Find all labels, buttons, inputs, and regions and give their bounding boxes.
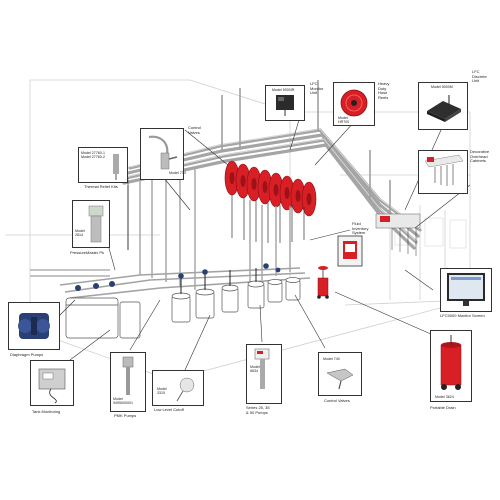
inset-low-level-cutoff: Model 3315	[152, 370, 204, 406]
hose-reel-hub	[306, 193, 312, 205]
callout-lines	[54, 109, 471, 371]
inset-model-5000m: Model 5000M	[418, 82, 468, 130]
lfc-monitor-label: LFC Monitor Unit	[310, 81, 324, 96]
inset-lfc5000-monitor	[440, 268, 492, 312]
hose-drops	[231, 195, 305, 243]
model-2814-label: Model 2814	[75, 229, 85, 237]
bulk-tank-pumps	[75, 281, 115, 291]
inset-model-5000ir: Model 5000IR	[265, 85, 305, 121]
portable-drain-cart	[317, 266, 329, 299]
hose-reel-hub	[251, 178, 257, 190]
hose-reel-row	[224, 160, 317, 217]
model-740-label: Model 740	[323, 357, 340, 361]
discrete-unit-image	[427, 95, 461, 122]
thermal-relief-label: Thermal Relief Kits	[84, 184, 118, 189]
model-5000m-label: Model 5000M	[431, 85, 453, 89]
model-774-label: Model 774	[169, 171, 186, 175]
inset-overhead-cabinets	[418, 150, 468, 194]
cabinet-image	[424, 154, 464, 186]
inset-model-774: Model 774	[140, 128, 186, 180]
monitor-image	[447, 273, 485, 306]
drums	[171, 277, 301, 323]
pmk-pump-image	[122, 356, 134, 395]
inset-model-2814: Model 2814	[72, 200, 110, 248]
tank-monitoring-label: Tank Monitoring	[32, 409, 61, 414]
model-5000ir-label: Model 5000IR	[272, 88, 295, 92]
pump-heads	[178, 263, 281, 279]
pressure-master-image	[88, 205, 104, 243]
overhead-cabinets	[375, 213, 421, 256]
decorative-cabinets-label: Decorative Overhead Cabinets	[470, 149, 490, 164]
inset-heavy-duty-reels: Model HR700	[333, 82, 375, 126]
hose-reel-hub	[240, 175, 246, 187]
lfc5000-monitor-label: LFC5000 Monitor Screen	[440, 313, 485, 318]
diaphragm-pump-image	[18, 313, 50, 339]
hose-reel-hub	[295, 190, 301, 202]
inset-pmk-pumps: Model 9495000001	[110, 352, 146, 412]
controller-image	[276, 95, 294, 116]
low-level-cutoff-label: Low Level Cutoff	[154, 407, 184, 412]
lfc-discrete-label: LFC Discrete Unit	[472, 69, 487, 84]
control-valves-label: Control Valves	[188, 125, 201, 135]
fluid-inventory-label: Fluid Inventory System	[352, 221, 369, 236]
inset-series-pumps: Model 6634	[246, 344, 282, 404]
diaphragm-pumps-label: Diaphragm Pumps	[10, 352, 44, 357]
pressuremaster-label: PressureMaster Pk	[70, 250, 105, 255]
pmk-pumps-label: PMK Pumps	[114, 413, 137, 418]
control-valves-2-label: Control Valves	[324, 398, 350, 403]
inset-control-valves: Model 740	[318, 352, 362, 396]
inset-diaphragm-pumps	[8, 302, 60, 350]
portable-drain-label: Portable Drain	[430, 405, 456, 410]
pmk-model-label: Model 9495000001	[113, 397, 133, 405]
model-3624-label: Model 3624	[435, 395, 454, 399]
tank-monitor-image	[38, 368, 66, 404]
wall-pipes	[30, 269, 110, 277]
model-27760-label: Model 27760-1 Model 27760-2	[81, 151, 105, 159]
fluid-inventory-panel	[337, 235, 363, 267]
control-valve-gun-image	[326, 368, 354, 390]
model-3315-label: Model 3315	[157, 387, 167, 395]
drum-pumps	[180, 268, 257, 294]
cutoff-image	[176, 377, 195, 402]
series-pumps-label: Series 25, 35 & 50 Pumps	[246, 405, 270, 415]
inset-portable-drain: Model 3624	[430, 330, 472, 402]
model-hr-label: Model HR700	[338, 116, 350, 124]
portable-drain-image	[440, 335, 462, 390]
hose-reel-hub	[284, 187, 290, 199]
control-valve-image	[148, 135, 178, 170]
bulk-tank	[65, 297, 141, 339]
hose-reel-image	[340, 89, 368, 117]
inset-tank-monitoring	[30, 360, 74, 406]
hose-reel-hub	[262, 181, 268, 193]
hose-reel-hub	[273, 184, 279, 196]
ceiling-drops	[221, 80, 391, 222]
heavy-duty-reels-label: Heavy Duty Hose Reels	[378, 81, 390, 100]
model-6634-label: Model 6634	[250, 365, 260, 373]
inset-model-27760: Model 27760-1 Model 27760-2	[78, 147, 128, 183]
relief-kit-image	[113, 154, 119, 180]
hose-reel-hub	[229, 172, 235, 184]
series-pump-image	[254, 348, 270, 389]
